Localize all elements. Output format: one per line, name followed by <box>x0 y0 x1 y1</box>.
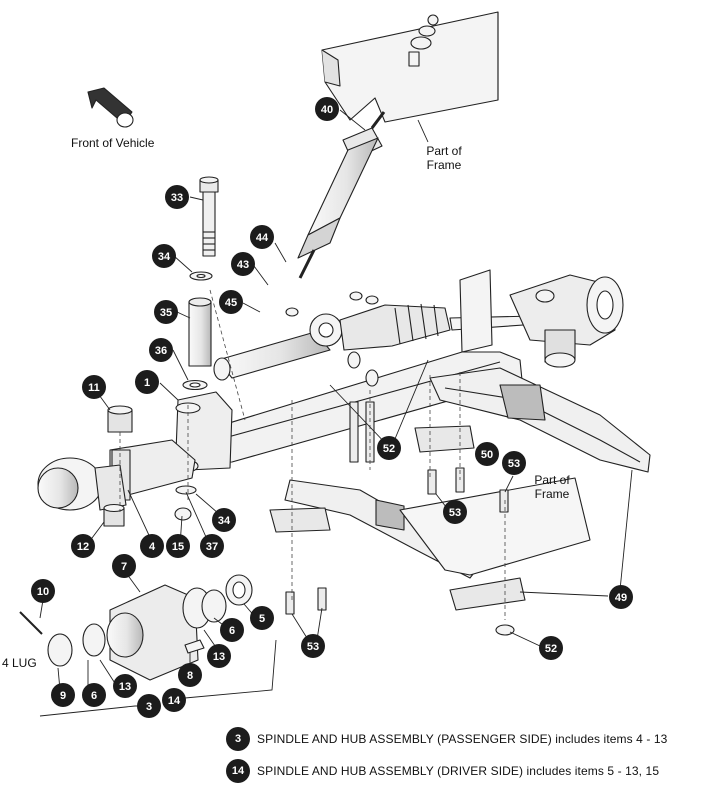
lower-frame-section <box>399 477 591 576</box>
right-hub <box>509 274 624 368</box>
front-of-vehicle-label: Front of Vehicle <box>71 136 155 150</box>
callout-number: 5 <box>259 613 265 625</box>
callout-35: 35 <box>154 300 178 324</box>
callout-14: 14 <box>162 688 186 712</box>
callout-33: 33 <box>165 185 189 209</box>
callout-6: 6 <box>82 683 106 707</box>
callout-53: 53 <box>443 500 467 524</box>
callout-number: 34 <box>218 515 231 527</box>
callout-43: 43 <box>231 252 255 276</box>
callout-number: 3 <box>146 701 152 713</box>
callout-number: 53 <box>307 641 319 653</box>
callout-34: 34 <box>152 244 176 268</box>
callout-34: 34 <box>212 508 236 532</box>
callout-number: 10 <box>37 586 49 598</box>
part-of-frame-label-upper: Part of Frame <box>426 144 462 172</box>
callout-number: 49 <box>615 592 627 604</box>
callout-number: 1 <box>144 377 150 389</box>
left-spindle <box>37 405 196 527</box>
callout-45: 45 <box>219 290 243 314</box>
note-number-badge: 14 <box>226 759 250 783</box>
callout-37: 37 <box>200 534 224 558</box>
bolt-assembly <box>182 176 219 391</box>
callout-number: 53 <box>449 507 461 519</box>
callout-number: 8 <box>187 670 193 682</box>
note-driver-side: 14 SPINDLE AND HUB ASSEMBLY (DRIVER SIDE… <box>226 758 659 784</box>
callout-number: 6 <box>229 625 235 637</box>
callout-number: 9 <box>60 690 66 702</box>
callout-number: 12 <box>77 541 89 553</box>
exploded-hub-parts <box>19 574 253 681</box>
callout-number: 33 <box>171 192 183 204</box>
callout-6: 6 <box>220 618 244 642</box>
callout-12: 12 <box>71 534 95 558</box>
callout-36: 36 <box>149 338 173 362</box>
callout-7: 7 <box>112 554 136 578</box>
callout-number: 37 <box>206 541 218 553</box>
callout-number: 11 <box>88 382 100 394</box>
note-number-badge: 3 <box>226 727 250 751</box>
callout-number: 14 <box>168 695 181 707</box>
callout-number: 40 <box>321 104 333 116</box>
callout-number: 13 <box>213 651 225 663</box>
callout-number: 43 <box>237 259 249 271</box>
callout-9: 9 <box>51 683 75 707</box>
callout-number: 6 <box>91 690 97 702</box>
callout-number: 45 <box>225 297 237 309</box>
callout-53: 53 <box>301 634 325 658</box>
callout-15: 15 <box>166 534 190 558</box>
callout-number: 35 <box>160 307 172 319</box>
callout-44: 44 <box>250 225 274 249</box>
callout-5: 5 <box>250 606 274 630</box>
callout-13: 13 <box>207 644 231 668</box>
note-text: SPINDLE AND HUB ASSEMBLY (DRIVER SIDE) i… <box>257 764 660 778</box>
part-of-frame-label-lower: Part of Frame <box>534 473 570 501</box>
four-lug-label: 4 LUG <box>2 656 37 670</box>
callout-1: 1 <box>135 370 159 394</box>
callout-53: 53 <box>502 451 526 475</box>
callout-52: 52 <box>377 436 401 460</box>
callout-49: 49 <box>609 585 633 609</box>
callout-50: 50 <box>475 442 499 466</box>
note-passenger-side: 3 SPINDLE AND HUB ASSEMBLY (PASSENGER SI… <box>226 726 667 752</box>
callout-number: 44 <box>256 232 269 244</box>
callout-number: 50 <box>481 449 493 461</box>
shock-absorber <box>297 111 386 279</box>
callout-number: 52 <box>383 443 395 455</box>
note-text: SPINDLE AND HUB ASSEMBLY (PASSENGER SIDE… <box>257 732 668 746</box>
callout-number: 36 <box>155 345 167 357</box>
callout-52: 52 <box>539 636 563 660</box>
callout-3: 3 <box>137 694 161 718</box>
callout-number: 7 <box>121 561 127 573</box>
callout-8: 8 <box>178 663 202 687</box>
callout-number: 34 <box>158 251 171 263</box>
callout-4: 4 <box>140 534 164 558</box>
callout-13: 13 <box>113 674 137 698</box>
callout-number: 15 <box>172 541 184 553</box>
callout-number: 53 <box>508 458 520 470</box>
callout-40: 40 <box>315 97 339 121</box>
callout-10: 10 <box>31 579 55 603</box>
callout-number: 52 <box>545 643 557 655</box>
callout-number: 4 <box>149 541 156 553</box>
callout-11: 11 <box>82 375 106 399</box>
upper-frame-section <box>321 11 499 123</box>
callout-number: 13 <box>119 681 131 693</box>
